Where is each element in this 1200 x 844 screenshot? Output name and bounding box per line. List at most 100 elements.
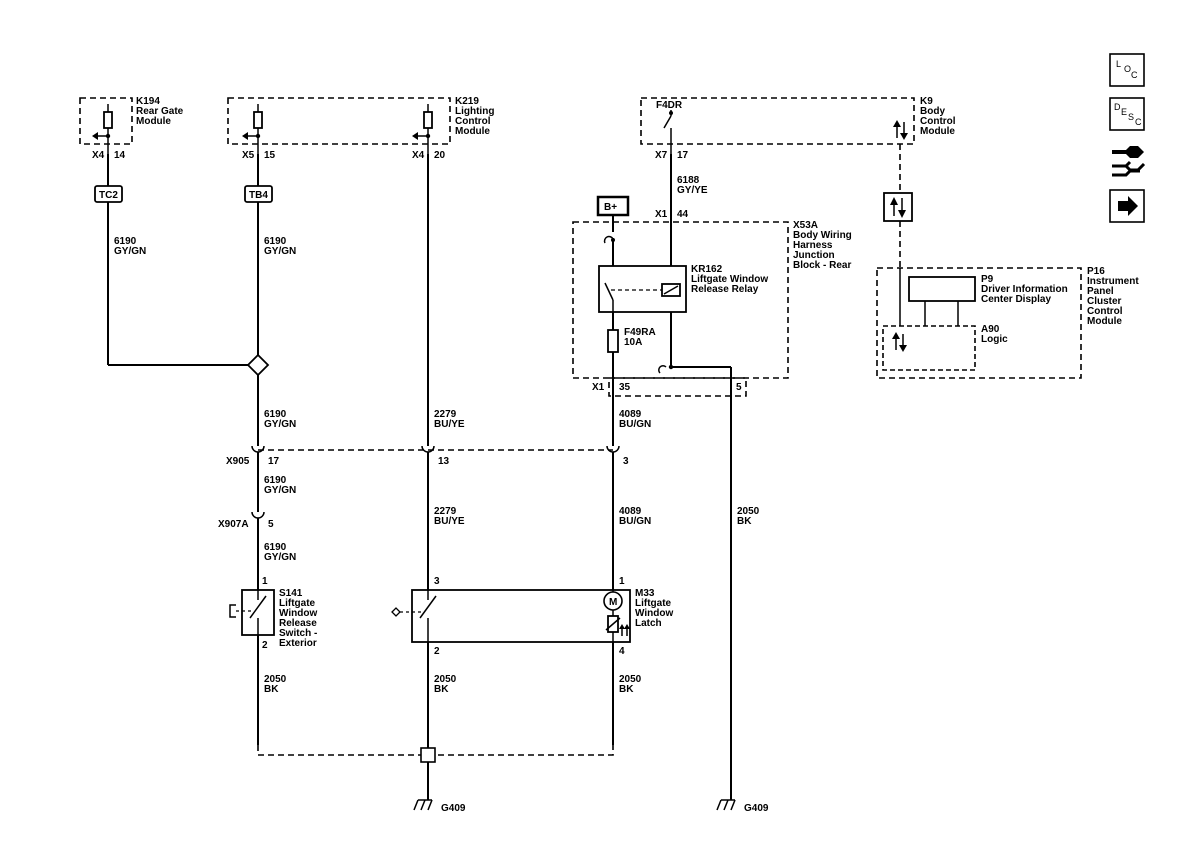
arrow-right-icon (1118, 196, 1138, 216)
wire-2279-b-color: BU/YE (434, 516, 465, 527)
ground-g409-right: G409 (716, 799, 769, 814)
wire-2279-a-num: 2279 (434, 409, 457, 420)
k9-conn: X7 (655, 150, 668, 161)
p9-name-2: Center Display (981, 294, 1051, 305)
wire-2279-b-num: 2279 (434, 506, 457, 517)
arrow-right-button[interactable] (1109, 189, 1145, 223)
switch2-pin-top: 3 (434, 576, 440, 587)
svg-text:E: E (1121, 107, 1127, 117)
m33-name-2: Window (635, 608, 673, 619)
wire-6190-d-num: 6190 (264, 475, 287, 486)
splice-diamond (246, 353, 270, 377)
k194-pin: 14 (114, 150, 126, 161)
k9-name-2: Control (920, 116, 956, 127)
wire-6190-d-color: GY/GN (264, 485, 296, 496)
svg-text:G409: G409 (441, 803, 466, 814)
wire-2050-c-num: 2050 (619, 674, 642, 685)
m33-name-1: Liftgate (635, 598, 672, 609)
latch-m33[interactable]: 3 2 M 1 4 M33 Liftgate Window Latch (391, 576, 673, 657)
tc2-label: TC2 (99, 190, 118, 201)
k9-name-1: Body (920, 106, 945, 117)
s141-name-4: Switch - (279, 628, 317, 639)
kr162-name-2: Release Relay (691, 284, 759, 295)
x53a-pin-top: 44 (677, 209, 689, 220)
svg-text:C: C (1131, 70, 1138, 80)
wire-6190-b-color: GY/GN (264, 246, 296, 257)
junction-block-x53a[interactable]: X53A Body Wiring Harness Junction Block … (572, 209, 852, 393)
wire-6190-c-color: GY/GN (264, 419, 296, 430)
connector-icon[interactable] (1112, 146, 1146, 177)
k194-name-1: Rear Gate (136, 106, 184, 117)
k9-pin: 17 (677, 150, 689, 161)
p16-name-2: Panel (1087, 286, 1114, 297)
wire-2050-b-color: BK (434, 684, 449, 695)
s141-ref: S141 (279, 588, 303, 599)
location-button[interactable]: L O C (1109, 53, 1145, 87)
svg-text:O: O (1124, 64, 1131, 74)
k9-ref: K9 (920, 96, 933, 107)
switch-s141[interactable]: 1 2 S141 Liftgate Window Release Switch … (229, 576, 317, 651)
x53a-name-2: Harness (793, 240, 833, 251)
wire-6188-color: GY/YE (677, 185, 708, 196)
splice-tc2[interactable]: TC2 (94, 185, 123, 203)
module-k9[interactable]: F4DR K9 Body Control Module X7 17 (640, 96, 956, 161)
x907a-ref: X907A (218, 519, 249, 530)
x53a-ref: X53A (793, 220, 818, 231)
m33-ref: M33 (635, 588, 655, 599)
bidirectional-arrows-icon (893, 120, 908, 140)
logic-a90[interactable]: A90 Logic (882, 324, 1008, 371)
wire-2050-d-num: 2050 (737, 506, 760, 517)
p16-name-3: Cluster (1087, 296, 1122, 307)
p9-ref: P9 (981, 274, 994, 285)
module-k194[interactable]: K194 Rear Gate Module X4 14 (79, 96, 184, 161)
x53a-name-1: Body Wiring (793, 230, 852, 241)
s141-pin-bottom: 2 (262, 640, 268, 651)
ground-g409-left: G409 (413, 799, 466, 814)
battery-positive-label: B+ (596, 195, 630, 217)
svg-text:S: S (1128, 112, 1134, 122)
x53a-conn-bottom: X1 (592, 382, 605, 393)
x53a-pin-bottom-b: 5 (736, 382, 742, 393)
wire-4089-b-num: 4089 (619, 506, 642, 517)
k194-conn: X4 (92, 150, 105, 161)
wire-2279-a-color: BU/YE (434, 419, 465, 430)
wire-2050-c-color: BK (619, 684, 634, 695)
p16-name-1: Instrument (1087, 276, 1139, 287)
wire-6190-a-num: 6190 (114, 236, 137, 247)
connector-x907a[interactable]: X907A 5 (218, 511, 274, 530)
serial-data-icon (883, 192, 913, 222)
p16-name-4: Control (1087, 306, 1123, 317)
module-k219[interactable]: K219 Lighting Control Module X5 15 X4 20 (227, 96, 494, 161)
module-p16[interactable]: P16 Instrument Panel Cluster Control Mod… (876, 266, 1139, 379)
description-button[interactable]: D E S C (1109, 97, 1145, 131)
tb4-label: TB4 (249, 190, 268, 201)
k219-pin-a: 15 (264, 150, 276, 161)
wire-6190-c-num: 6190 (264, 409, 287, 420)
s141-name-2: Window (279, 608, 317, 619)
wire-2050-d-color: BK (737, 516, 752, 527)
x905-ref: X905 (226, 456, 250, 467)
ground-splice-box (420, 747, 436, 763)
k219-name-2: Control (455, 116, 491, 127)
relay-kr162[interactable]: KR162 Liftgate Window Release Relay (598, 264, 768, 313)
fuse-f49ra[interactable]: F49RA 10A (607, 327, 656, 353)
k219-ref: K219 (455, 96, 479, 107)
k194-ref: K194 (136, 96, 160, 107)
wire-4089-a-color: BU/GN (619, 419, 651, 430)
display-p9[interactable]: P9 Driver Information Center Display (908, 274, 1068, 305)
x905-pin-c: 3 (623, 456, 629, 467)
m33-pin-top: 1 (619, 576, 625, 587)
splice-tb4[interactable]: TB4 (244, 185, 273, 203)
s141-name-1: Liftgate (279, 598, 316, 609)
p16-ref: P16 (1087, 266, 1105, 277)
k9-fuse: F4DR (656, 100, 683, 111)
wire-6190-e-num: 6190 (264, 542, 287, 553)
m33-pin-bottom: 4 (619, 646, 625, 657)
s141-name-3: Release (279, 618, 317, 629)
wire-6190-a-color: GY/GN (114, 246, 146, 257)
a90-name: Logic (981, 334, 1008, 345)
k219-conn-b: X4 (412, 150, 425, 161)
x905-pin-a: 17 (268, 456, 280, 467)
motor-m-label: M (609, 597, 617, 608)
